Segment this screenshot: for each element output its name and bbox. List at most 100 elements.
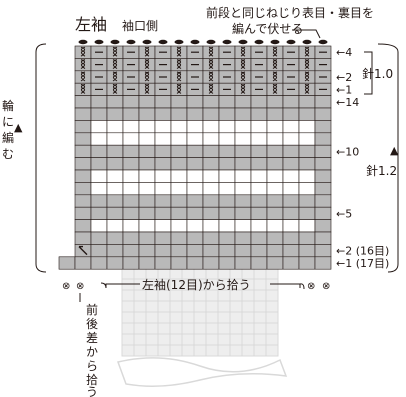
extension-cell: [265, 322, 279, 335]
extension-cell: [253, 289, 267, 302]
stitch-cell: [234, 206, 252, 220]
stitch-cell: [90, 120, 108, 134]
stitch-cell: [266, 231, 284, 245]
twisted-knit-symbol: [304, 71, 310, 82]
stitch-cell: [250, 244, 268, 258]
stitch-cell: [266, 95, 284, 109]
stitch-cell: [74, 206, 92, 220]
extension-cell: [157, 344, 171, 357]
extension-cell: [265, 267, 279, 280]
stitch-cell: [186, 132, 204, 146]
extension-cell: [145, 333, 159, 346]
stitch-cell: [186, 244, 204, 258]
stitch-cell: [170, 206, 188, 220]
stitch-cell: [106, 244, 124, 258]
twisted-knit-symbol: [80, 71, 86, 82]
extension-cell: [121, 344, 135, 357]
stitch-cell: [298, 182, 316, 196]
stitch-cell: [170, 157, 188, 171]
extension-cell: [241, 333, 255, 346]
twisted-knit-symbol: [208, 46, 214, 57]
stitch-cell: [74, 194, 92, 208]
stitch-cell: [282, 231, 300, 245]
needle-lower-label: 針1.2: [366, 163, 397, 178]
sleeve-pickup-label: 左袖(12目)から拾う: [142, 277, 251, 292]
bind-off-mark: [270, 39, 280, 45]
row-label: ←4: [336, 46, 352, 59]
bind-off-mark: [206, 39, 216, 45]
extension-cell: [121, 267, 135, 280]
extension-cell: [193, 322, 207, 335]
stitch-cell: [266, 219, 284, 233]
stitch-cell: [250, 231, 268, 245]
stitch-cell: [250, 169, 268, 183]
stitch-cell: [218, 182, 236, 196]
extension-cell: [181, 344, 195, 357]
bind-off-mark: [110, 39, 120, 45]
stitch-cell: [314, 194, 332, 208]
row-label: ←2 (16目): [336, 245, 389, 258]
stitch-cell: [170, 219, 188, 233]
stitch-cell: [170, 107, 188, 121]
stitch-cell: [138, 169, 156, 183]
stitch-cell: [202, 107, 220, 121]
stitch-cell: [266, 244, 284, 258]
stitch-cell: [298, 157, 316, 171]
stitch-cell: [218, 244, 236, 258]
stitch-cell: [202, 120, 220, 134]
twisted-knit-symbol: [80, 46, 86, 57]
stitch-cell: [218, 231, 236, 245]
extension-cell: [265, 333, 279, 346]
gusset-char-1: 後: [86, 317, 98, 331]
twisted-knit-symbol: [272, 83, 278, 94]
stitch-cell: [298, 95, 316, 109]
stitch-cell: [106, 169, 124, 183]
up-triangle-icon: ▲: [14, 121, 23, 134]
stitch-cell: [282, 206, 300, 220]
stitch-cell: [154, 144, 172, 158]
stitch-cell: [282, 169, 300, 183]
extension-cell: [265, 289, 279, 302]
stitch-cell: [266, 107, 284, 121]
stitch-cell: [186, 169, 204, 183]
row-label: ←1: [336, 83, 352, 96]
stitch-cell: [234, 194, 252, 208]
twisted-knit-symbol: [176, 71, 182, 82]
stitch-cell: [282, 182, 300, 196]
stitch-cell: [90, 157, 108, 171]
twisted-knit-symbol: [272, 46, 278, 57]
extension-cell: [253, 300, 267, 313]
extension-cell: [229, 300, 243, 313]
stitch-cell: [138, 132, 156, 146]
cross-mark-4: ⊗: [322, 281, 330, 292]
stitch-cell: [218, 219, 236, 233]
extension-cell: [193, 344, 207, 357]
stitch-cell: [106, 120, 124, 134]
needle-lower-bracket: [377, 43, 399, 273]
stitch-cell: [122, 219, 140, 233]
stitch-cell: [90, 132, 108, 146]
twisted-knit-symbol: [176, 83, 182, 94]
stitch-cell: [106, 132, 124, 146]
bind-off-mark: [142, 39, 152, 45]
bind-off-mark: [254, 39, 264, 45]
stitch-cell: [218, 256, 236, 270]
twisted-knit-symbol: [240, 59, 246, 70]
stitch-cell: [250, 157, 268, 171]
stitch-cell: [266, 256, 284, 270]
stitch-cell: [250, 132, 268, 146]
bind-off-mark: [238, 39, 248, 45]
stitch-cell: [122, 120, 140, 134]
stitch-cell: [314, 206, 332, 220]
twisted-knit-symbol: [144, 71, 150, 82]
stitch-cell: [122, 107, 140, 121]
stitch-cell: [122, 194, 140, 208]
extension-cell: [157, 322, 171, 335]
stitch-cell: [314, 157, 332, 171]
extension-cell: [121, 322, 135, 335]
stitch-cell: [74, 169, 92, 183]
extension-cell: [217, 344, 231, 357]
stitch-cell: [282, 194, 300, 208]
stitch-cell: [74, 157, 92, 171]
